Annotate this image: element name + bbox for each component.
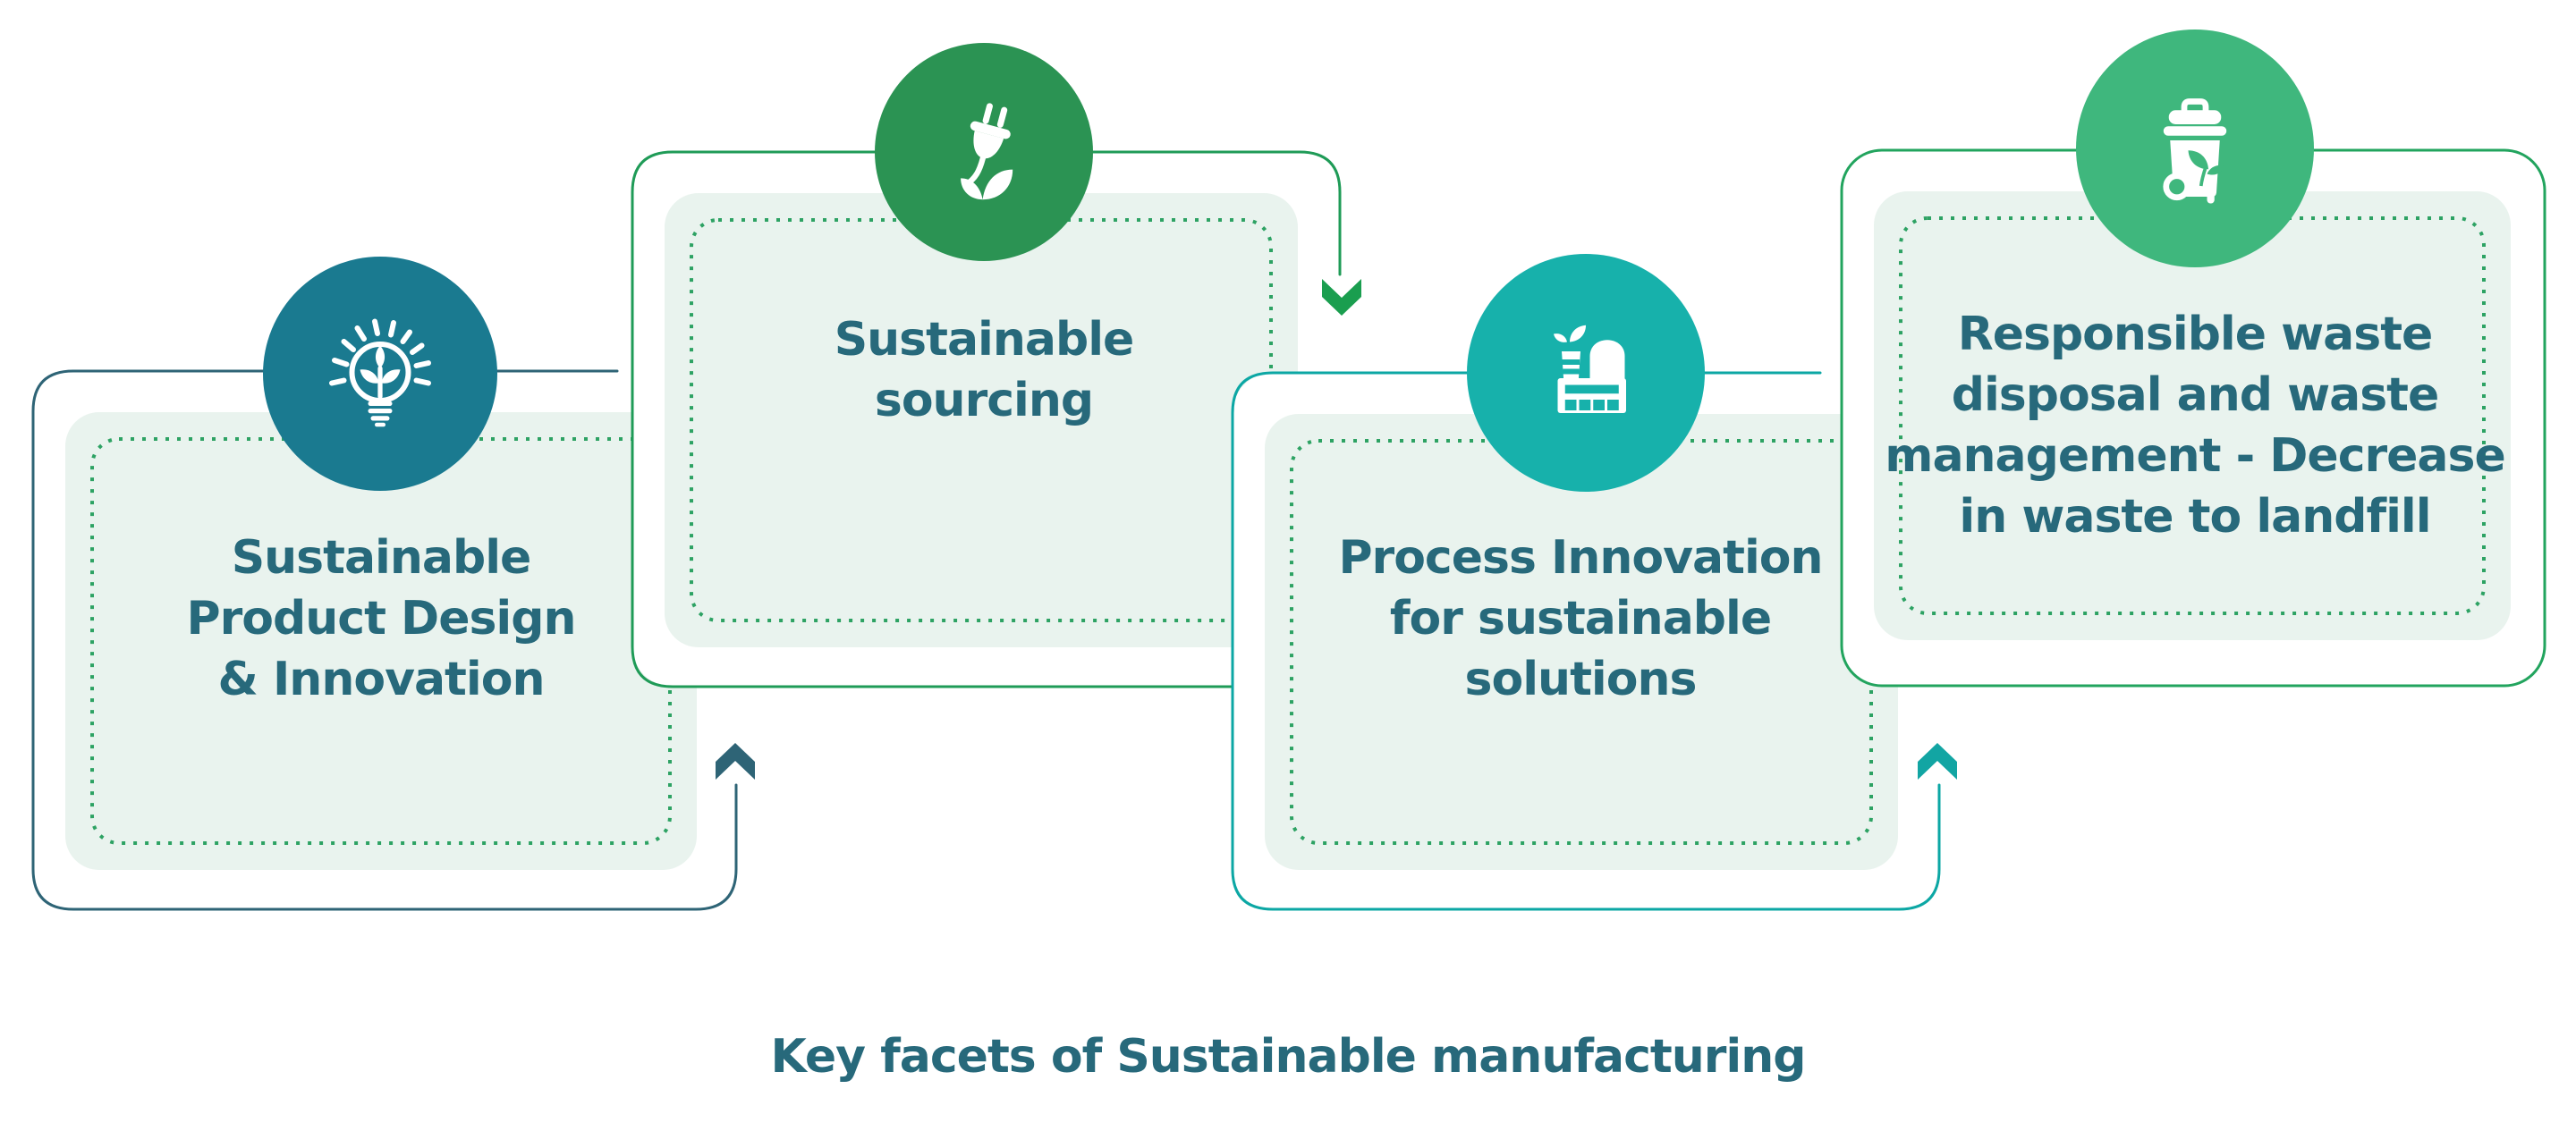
card-title-waste-management: Responsible waste disposal and waste man…	[1877, 304, 2513, 547]
card-product-design	[31, 369, 755, 911]
lightbulb-sprout-icon	[329, 318, 431, 427]
card-sourcing	[631, 150, 1361, 688]
title-line: solutions	[1464, 653, 1698, 706]
title-line: sourcing	[874, 374, 1094, 427]
title-line: Sustainable	[834, 313, 1135, 367]
flow-arrow-up-icon	[1918, 743, 1957, 780]
badge-product-design	[263, 257, 497, 491]
card-outline	[31, 369, 738, 911]
title-line: Process Innovation	[1338, 531, 1823, 585]
inner-panel	[65, 412, 697, 870]
plug-flower-icon	[961, 103, 1013, 200]
title-line: disposal and waste	[1951, 368, 2440, 422]
title-line: Sustainable	[231, 531, 532, 585]
title-line: Product Design	[186, 592, 577, 646]
flow-arrow-down-icon	[1322, 279, 1361, 316]
card-title-process-innovation: Process Innovation for sustainable solut…	[1267, 528, 1894, 710]
eco-factory-icon	[1554, 325, 1626, 413]
card-waste-management	[1840, 148, 2546, 688]
card-title-sourcing: Sustainable sourcing	[671, 309, 1297, 431]
dotted-border	[90, 437, 672, 845]
flow-arrow-up-icon	[716, 743, 755, 780]
dotted-border	[1290, 439, 1873, 845]
inner-panel	[1265, 414, 1898, 870]
badge-sourcing	[875, 43, 1093, 261]
inner-panel	[1874, 191, 2511, 640]
recycle-bin-icon	[2163, 98, 2227, 204]
card-outline	[1231, 371, 1941, 911]
icon-circle	[1467, 254, 1705, 492]
card-process-innovation	[1231, 371, 1957, 911]
dotted-border	[1899, 216, 2486, 615]
badge-waste-management	[2076, 30, 2314, 267]
badge-process-innovation	[1467, 254, 1705, 492]
diagram-caption: Key facets of Sustainable manufacturing	[770, 1030, 1807, 1084]
title-line: for sustainable	[1389, 592, 1772, 646]
title-line: Responsible waste	[1957, 308, 2434, 361]
dotted-border	[690, 218, 1273, 622]
inner-panel	[665, 193, 1298, 647]
title-line: management - Decrease	[1885, 429, 2505, 483]
card-title-product-design: Sustainable Product Design & Innovation	[68, 528, 694, 710]
title-line: in waste to landfill	[1959, 490, 2431, 544]
title-line: & Innovation	[217, 653, 546, 706]
